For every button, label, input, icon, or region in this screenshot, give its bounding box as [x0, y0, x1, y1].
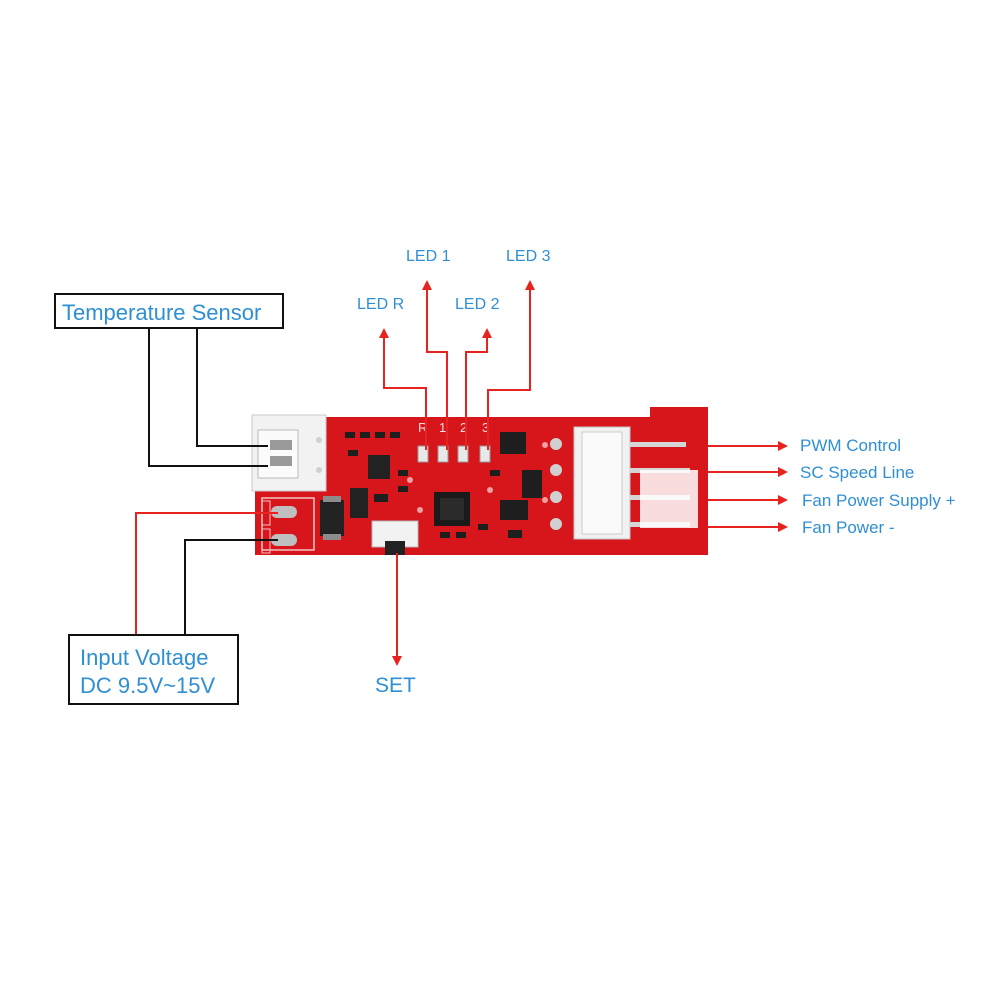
label-fan-power-minus: Fan Power -: [802, 518, 895, 537]
red-arrows: [135, 280, 788, 666]
led-silkscreen: R 1 2 3: [418, 420, 489, 435]
label-led-3: LED 3: [506, 248, 551, 265]
silk-r: R: [418, 420, 427, 435]
label-fan-power-supply-plus: Fan Power Supply +: [802, 491, 956, 510]
silk-1: 1: [439, 420, 446, 435]
label-led-2: LED 2: [455, 296, 500, 313]
silk-2: 2: [460, 420, 467, 435]
temperature-sensor-connector: [251, 414, 327, 492]
input-voltage-label: Input Voltage DC 9.5V~15V: [68, 634, 239, 705]
label-pwm-control: PWM Control: [800, 436, 902, 455]
label-led-1: LED 1: [406, 248, 451, 265]
black-wires: [148, 329, 278, 634]
input-voltage-line2: DC 9.5V~15V: [80, 673, 216, 698]
fan-connector: [550, 426, 698, 540]
label-led-r: LED R: [357, 296, 405, 313]
silk-3: 3: [482, 420, 489, 435]
input-power-pads: [261, 500, 297, 554]
input-voltage-line1: Input Voltage: [80, 645, 209, 670]
temperature-sensor-label: Temperature Sensor: [54, 293, 284, 329]
label-sc-speed-line: SC Speed Line: [800, 463, 915, 482]
pcb-components: [320, 432, 548, 540]
set-button: [371, 520, 419, 555]
set-label: SET: [375, 674, 416, 697]
